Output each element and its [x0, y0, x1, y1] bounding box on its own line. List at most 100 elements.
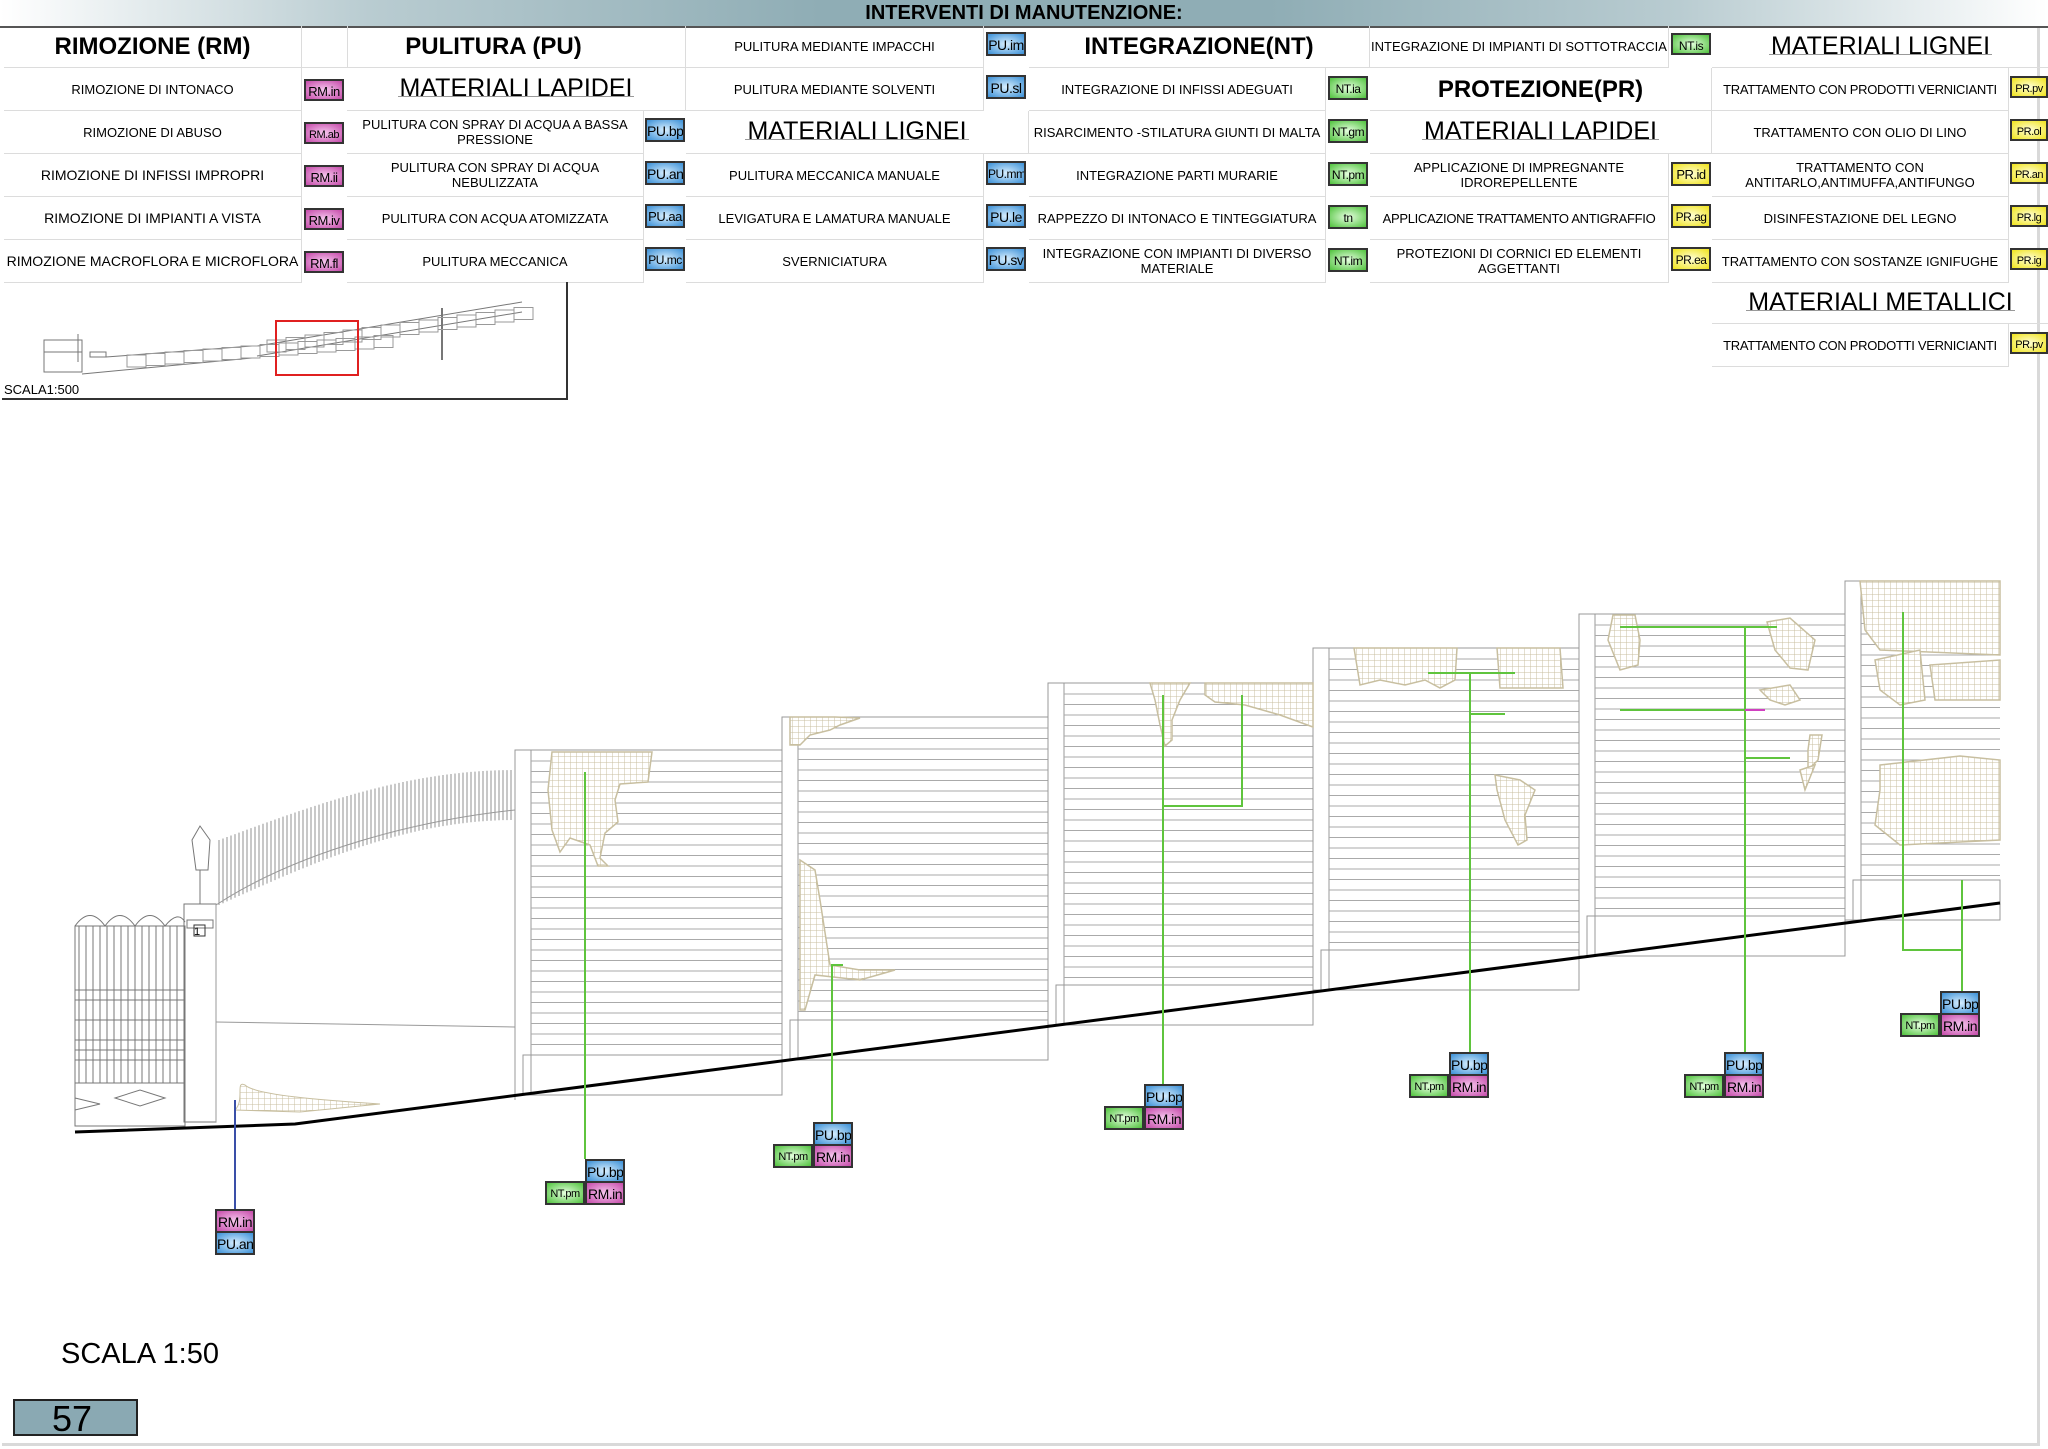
legend-code-pr: PR.pv [2010, 332, 2048, 354]
legend-item-label: DISINFESTAZIONE DEL LEGNO [1712, 197, 2009, 240]
legend-item-label: PULITURA CON ACQUA ATOMIZZATA [347, 197, 644, 240]
drawing-scale-label: SCALA 1:50 [61, 1338, 219, 1370]
legend-item-label: RIMOZIONE MACROFLORA E MICROFLORA [4, 240, 302, 283]
pillar-number: 1 [194, 926, 200, 938]
callout-leaders [234, 612, 1963, 1209]
keyplan-segment [513, 307, 534, 320]
degradation-area [789, 716, 861, 746]
legend-subheader-pu-lapidei: MATERIALI LAPIDEI [347, 68, 686, 111]
degradation-areas [547, 580, 2001, 1011]
key-plan: SCALA1:500 [2, 282, 568, 400]
legend-code-pu: PU.le [986, 204, 1026, 228]
wall-plinth [789, 1019, 1049, 1061]
callout-tag-rm: RM.in [813, 1144, 853, 1168]
legend-item-label: TRATTAMENTO CON OLIO DI LINO [1712, 111, 2009, 154]
degradation-area [1494, 774, 1536, 847]
keyplan-segment [373, 335, 394, 348]
legend-code-rm: RM.in [304, 79, 344, 101]
callout-tag-pu: PU.bp [1449, 1052, 1489, 1076]
legend-code-pr: PR.ig [2010, 248, 2048, 270]
legend-title: INTERVENTI DI MANUTENZIONE: [0, 0, 2048, 28]
legend-item-label: TRATTAMENTO CON SOSTANZE IGNIFUGHE [1712, 240, 2009, 283]
legend-item-label: RAPPEZZO DI INTONACO E TINTEGGIATURA [1029, 197, 1326, 240]
legend-code-pr: PR.ag [1671, 204, 1711, 228]
legend-header-rm: RIMOZIONE (RM) [4, 26, 302, 68]
callout-tag-rm: RM.in [585, 1181, 625, 1205]
legend-item-label: PULITURA MECCANICA MANUALE [686, 154, 984, 197]
callout-tag-rm: RM.in [215, 1209, 255, 1233]
legend-item-label: RISARCIMENTO -STILATURA GIUNTI DI MALTA [1029, 111, 1326, 154]
legend-item-label: INTEGRAZIONE DI IMPIANTI DI SOTTOTRACCIA [1370, 26, 1669, 68]
keyplan-building [43, 339, 83, 373]
callout-tag-pu: PU.an [215, 1231, 255, 1255]
legend-item-label: PULITURA MECCANICA [347, 240, 644, 283]
legend-code-pu: PU.sl [986, 75, 1026, 99]
legend-code-pu: PU.im [986, 32, 1026, 56]
wall-pilaster [1844, 580, 1862, 921]
degradation-area [547, 751, 653, 867]
legend-code-nt: NT.ia [1328, 76, 1368, 100]
legend-subheader-pr-lapidei: MATERIALI LAPIDEI [1370, 111, 1712, 154]
legend-code-pu: PU.sv [986, 247, 1026, 271]
callout-tag-rm: RM.in [1144, 1106, 1184, 1130]
legend-code-pr: PR.lg [2010, 205, 2048, 227]
wall-plinth [1055, 984, 1314, 1026]
callout-tag-rm: RM.in [1449, 1074, 1489, 1098]
legend-item-label: RIMOZIONE DI INTONACO [4, 68, 302, 111]
legend-code-pu: PU.aa [645, 204, 685, 228]
callout-tag-rm: RM.in [1940, 1013, 1980, 1037]
callout-leader [1902, 612, 1963, 1000]
legend-code-nt: NT.gm [1328, 119, 1368, 143]
legend-item-label: TRATTAMENTO CON ANTITARLO,ANTIMUFFA,ANTI… [1712, 154, 2009, 197]
degradation-area [1874, 755, 2001, 846]
legend-code-pu: PU.mm [986, 161, 1026, 185]
legend-code-nt: NT.is [1671, 33, 1711, 55]
callout-tag-nt: NT.pm [545, 1181, 585, 1205]
legend-item-label: SVERNICIATURA [686, 240, 984, 283]
degradation-area [1496, 647, 1564, 689]
legend-code-pr: PR.an [2010, 162, 2048, 184]
legend-item-label: TRATTAMENTO CON PRODOTTI VERNICIANTI [1712, 324, 2009, 367]
legend-code-pu: PU.mc [645, 247, 685, 271]
degradation-area [1353, 647, 1458, 689]
keyplan-highlight-frame [275, 320, 359, 376]
legend-subheader-pu-lignei: MATERIALI LIGNEI [686, 111, 1029, 154]
wall-segment [1312, 647, 1580, 991]
callout-tag-nt: NT.pm [1409, 1074, 1449, 1098]
legend-item-label: TRATTAMENTO CON PRODOTTI VERNICIANTI [1712, 68, 2009, 111]
legend-item-label: RIMOZIONE DI INFISSI IMPROPRI [4, 154, 302, 197]
legend-item-label: PULITURA CON SPRAY DI ACQUA A BASSA PRES… [347, 111, 644, 154]
wall-segment [514, 749, 783, 1096]
legend-item-label: APPLICAZIONE DI IMPREGNANTE IDROREPELLEN… [1370, 154, 1669, 197]
legend-code-rm: RM.iv [304, 208, 344, 230]
legend-code-pr: PR.ea [1671, 247, 1711, 271]
legend-code-rm: RM.ab [304, 122, 344, 144]
legend-item-label: APPLICAZIONE TRATTAMENTO ANTIGRAFFIO [1370, 197, 1669, 240]
legend-code-nt: NT.im [1328, 248, 1368, 272]
legend-item-label: INTEGRAZIONE CON IMPIANTI DI DIVERSO MAT… [1029, 240, 1326, 283]
callout-leader [831, 964, 843, 1122]
legend-header-nt: INTEGRAZIONE(NT) [1029, 26, 1370, 68]
callout-tag-nt: NT.pm [773, 1144, 813, 1168]
legend-code-rm: RM.ii [304, 165, 344, 187]
wall-plinth [522, 1054, 783, 1096]
legend-code-pr: PR.id [1671, 162, 1711, 186]
legend-item-label: PULITURA MEDIANTE SOLVENTI [686, 68, 984, 111]
degradation-area [1148, 682, 1192, 748]
wall-segment [781, 716, 1049, 1061]
callout-tag-pu: PU.bp [1940, 991, 1980, 1015]
degradation-area [1766, 617, 1816, 671]
legend-item-label: PROTEZIONI DI CORNICI ED ELEMENTI AGGETT… [1370, 240, 1669, 283]
ground-line [74, 901, 2001, 1134]
wall-pilaster [1047, 682, 1065, 1026]
degradation-area [1799, 763, 1817, 793]
wall-segments [514, 580, 2001, 1096]
callout-tag-pu: PU.bp [1144, 1084, 1184, 1108]
legend-subheader-pr-metallici: MATERIALI METALLICI [1712, 283, 2048, 324]
legend-subheader-pr-lignei: MATERIALI LIGNEI [1712, 26, 2048, 68]
entrance-gate [74, 915, 186, 1127]
lamp-icon [191, 825, 211, 871]
legend-item-label: RIMOZIONE DI ABUSO [4, 111, 302, 154]
